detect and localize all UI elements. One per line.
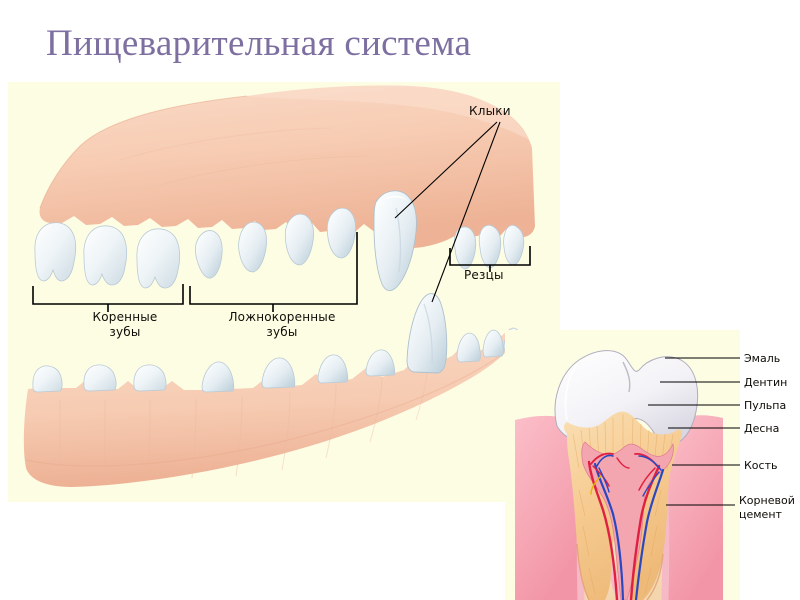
incisors-bracket (449, 246, 531, 272)
tooth-section-panel (505, 330, 740, 600)
page-title: Пищеварительная система (46, 23, 472, 64)
upper-molar-teeth (34, 222, 181, 289)
molars-bracket (32, 284, 184, 312)
label-root-cement-line1: Корневой (739, 494, 795, 507)
tooth-cross-section-illustration (515, 350, 723, 600)
label-molars-line2: зубы (109, 325, 141, 339)
label-molars: Коренные зубы (60, 310, 190, 340)
label-molars-line1: Коренные (92, 310, 158, 324)
upper-canine-tooth (373, 190, 417, 292)
label-pulp: Пульпа (744, 399, 787, 412)
label-incisors: Резцы (464, 268, 504, 282)
upper-premolar-teeth (194, 207, 356, 279)
label-root-cement-line2: цемент (739, 508, 782, 521)
label-gum: Десна (744, 422, 780, 435)
premolars-bracket (189, 232, 358, 312)
pulp-chamber (581, 441, 674, 600)
label-dentin: Дентин (744, 376, 788, 389)
canine-leader-lines (394, 121, 501, 303)
label-premolars-line1: Ложнокоренные (228, 310, 336, 324)
upper-incisor-teeth (453, 224, 525, 270)
label-bone: Кость (744, 459, 778, 472)
lower-jaw-gum (23, 328, 516, 487)
label-canines: Клыки (469, 104, 511, 118)
root-cement-layer (576, 543, 590, 600)
label-premolars-line2: зубы (266, 325, 298, 339)
label-enamel: Эмаль (744, 352, 781, 365)
label-root-cement: Корневой цемент (739, 494, 800, 522)
label-premolars: Ложнокоренные зубы (197, 310, 367, 340)
